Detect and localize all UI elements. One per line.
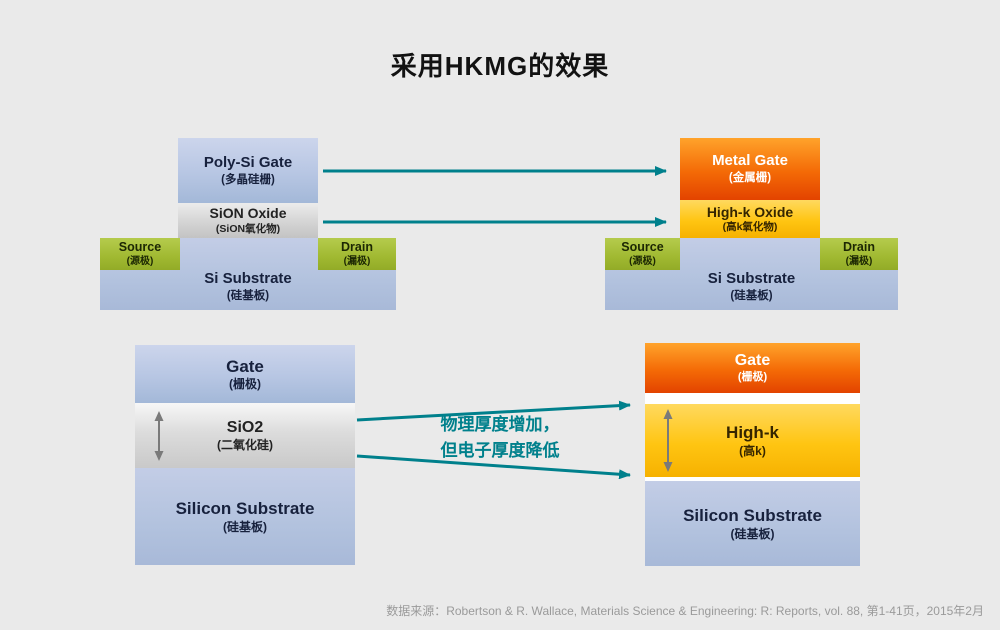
data-source-note: 数据来源：Robertson & R. Wallace, Materials S… — [386, 604, 984, 618]
polysi-gate-label-zh: (多晶硅栅) — [221, 173, 275, 186]
gate-label-zh: (栅极) — [737, 371, 768, 384]
bottom-left-silicon-substrate-block: Silicon Substrate (硅基板) — [135, 468, 355, 565]
source-label-en: Source — [621, 239, 664, 254]
sion-oxide-label-zh: (SiON氧化物) — [215, 222, 281, 235]
gate-label-zh: (栅极) — [229, 377, 261, 392]
drain-label-en: Drain — [341, 239, 373, 254]
source-label-zh: (源极) — [126, 255, 154, 267]
highk-label-en: High-k — [726, 423, 779, 443]
metal-gate-label-zh: (金属栅) — [728, 172, 772, 185]
sion-oxide-block: SiON Oxide (SiON氧化物) — [178, 203, 318, 238]
metal-gate-block: Metal Gate (金属栅) — [680, 138, 820, 200]
polysi-gate-label-en: Poly-Si Gate — [203, 153, 293, 171]
source-label-zh: (源极) — [629, 255, 656, 267]
sio2-block: SiO2 (二氧化硅) — [135, 403, 355, 468]
bottom-right-silicon-substrate-block: Silicon Substrate (硅基板) — [645, 481, 860, 566]
top-right-drain-block: Drain (漏极) — [820, 238, 898, 270]
top-left-source-block: Source (源极) — [100, 238, 180, 270]
si-substrate-label-zh: (硅基板) — [730, 290, 773, 303]
highk-oxide-label-zh: (高k氧化物) — [722, 221, 778, 234]
sio2-label-zh: (二氧化硅) — [217, 438, 273, 452]
top-right-source-block: Source (源极) — [605, 238, 680, 270]
gate-label-en: Gate — [226, 356, 264, 376]
bottom-left-gate-block: Gate (栅极) — [135, 345, 355, 403]
bottom-right-gate-block: Gate (栅极) — [645, 343, 860, 393]
metal-gate-label-en: Metal Gate — [712, 152, 788, 170]
silicon-substrate-label-en: Silicon Substrate — [175, 499, 315, 519]
drain-label-en: Drain — [843, 239, 875, 254]
si-substrate-label-en: Si Substrate — [707, 270, 796, 288]
thickness-annotation: 物理厚度增加， 但电子厚度降低 — [402, 412, 598, 465]
drain-label-zh: (漏极) — [845, 255, 873, 267]
highk-oxide-label-en: High-k Oxide — [706, 203, 794, 220]
silicon-substrate-label-en: Silicon Substrate — [683, 506, 822, 526]
highk-label-zh: (高k) — [739, 443, 766, 458]
silicon-substrate-label-zh: (硅基板) — [730, 526, 775, 541]
page-title: 采用HKMG的效果 — [390, 51, 610, 81]
silicon-substrate-label-zh: (硅基板) — [223, 519, 267, 534]
gate-label-en: Gate — [734, 352, 771, 370]
highk-oxide-block: High-k Oxide (高k氧化物) — [680, 200, 820, 238]
si-substrate-label-en: Si Substrate — [204, 270, 292, 288]
thickness-annotation-line2: 但电子厚度降低 — [440, 441, 560, 461]
highk-block: High-k (高k) — [645, 404, 860, 477]
thickness-annotation-line1: 物理厚度增加， — [440, 415, 560, 434]
sio2-label-en: SiO2 — [226, 419, 264, 436]
source-label-en: Source — [118, 239, 162, 254]
drain-label-zh: (漏极) — [343, 255, 371, 267]
si-substrate-label-zh: (硅基板) — [226, 290, 270, 303]
polysi-gate-block: Poly-Si Gate (多晶硅栅) — [178, 138, 318, 203]
sion-oxide-label-en: SiON Oxide — [209, 205, 287, 222]
top-left-drain-block: Drain (漏极) — [318, 238, 396, 270]
